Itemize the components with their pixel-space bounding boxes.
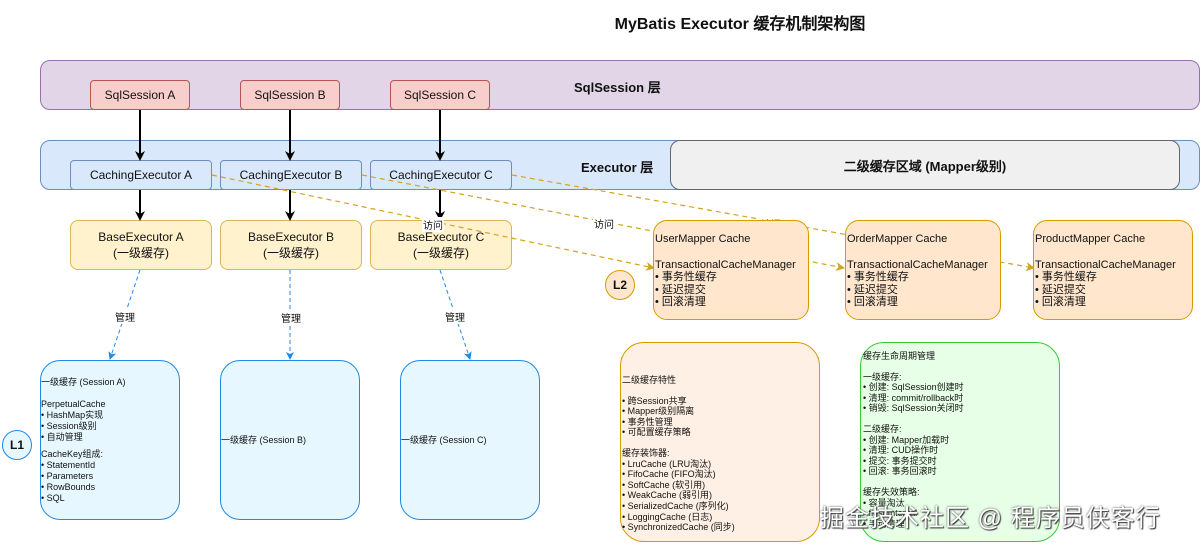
lifecycle-invalid-item: • flushInterval bbox=[863, 508, 918, 519]
l2-feature-item: • 事务性管理 bbox=[622, 416, 673, 427]
edge-base-a-manages-l1-a bbox=[108, 269, 141, 360]
manage-label-c: 管理 bbox=[444, 309, 466, 324]
caching-executor-c[interactable]: CachingExecutor C bbox=[370, 160, 512, 190]
sqlsession-a[interactable]: SqlSession A bbox=[90, 80, 190, 110]
productmapper-cache-manager: TransactionalCacheManager bbox=[1035, 258, 1176, 271]
lifecycle-l2-item: • 提交: 事务提交时 bbox=[863, 455, 937, 466]
l2-feature-item: • 可配置缓存策略 bbox=[622, 427, 691, 438]
base-executor-a[interactable]: BaseExecutor A (一级缓存) bbox=[70, 220, 212, 270]
lifecycle-invalid-item: • 容量淘汰 bbox=[863, 497, 905, 508]
l2-decorators-title: 缓存装饰器: bbox=[622, 447, 670, 458]
usermapper-cache[interactable]: UserMapper Cache TransactionalCacheManag… bbox=[653, 220, 809, 320]
base-executor-a-name: BaseExecutor A bbox=[98, 230, 184, 244]
l1-cache-a-impl-title: PerpetualCache bbox=[41, 399, 106, 409]
l1-cache-session-b[interactable]: 一级缓存 (Session B) bbox=[220, 360, 360, 520]
sqlsession-layer-label: SqlSession 层 bbox=[574, 80, 661, 95]
productmapper-cache-name: ProductMapper Cache bbox=[1035, 233, 1146, 245]
lifecycle-invalid-item: • 手动清理 bbox=[863, 518, 905, 529]
l2-feature-item: • Mapper级别隔离 bbox=[622, 406, 695, 417]
l2-decorator-item: • FifoCache (FIFO淘汰) bbox=[622, 469, 716, 480]
manage-label-a: 管理 bbox=[114, 309, 136, 324]
l1-cache-a-key-item: • Parameters bbox=[41, 471, 94, 481]
l1-cache-c-title: 一级缓存 (Session C) bbox=[401, 434, 487, 445]
l2-feature-item: • 跨Session共享 bbox=[622, 395, 687, 406]
l1-cache-a-key-item: • SQL bbox=[41, 493, 65, 503]
usermapper-cache-item: • 延迟提交 bbox=[655, 283, 706, 296]
productmapper-cache-item: • 延迟提交 bbox=[1035, 283, 1086, 296]
diagram-title: MyBatis Executor 缓存机制架构图 bbox=[614, 16, 866, 33]
usermapper-cache-item: • 事务性缓存 bbox=[655, 271, 717, 283]
l2-decorator-item: • WeakCache (弱引用) bbox=[622, 490, 713, 501]
usermapper-cache-item: • 回滚清理 bbox=[655, 296, 706, 308]
sqlsession-b[interactable]: SqlSession B bbox=[240, 80, 340, 110]
productmapper-cache[interactable]: ProductMapper Cache TransactionalCacheMa… bbox=[1033, 220, 1193, 320]
lifecycle-l1-title: 一级缓存: bbox=[863, 371, 902, 382]
base-executor-a-sub: (一级缓存) bbox=[112, 246, 169, 260]
l1-cache-a-impl-item: • HashMap实现 bbox=[41, 410, 104, 420]
executor-layer-label: Executor 层 bbox=[581, 160, 654, 175]
l2-decorator-item: • SerializedCache (序列化) bbox=[622, 500, 729, 511]
lifecycle-invalid-title: 缓存失效策略: bbox=[863, 486, 920, 497]
usermapper-cache-manager: TransactionalCacheManager bbox=[655, 258, 796, 271]
lifecycle-l2-item: • 创建: Mapper加载时 bbox=[863, 434, 950, 445]
lifecycle-note: 缓存生命周期管理 一级缓存: • 创建: SqlSession创建时 • 清理:… bbox=[860, 342, 1060, 542]
base-executor-b-name: BaseExecutor B bbox=[247, 230, 335, 244]
usermapper-cache-name: UserMapper Cache bbox=[655, 233, 751, 245]
ordermapper-cache-item: • 延迟提交 bbox=[847, 283, 898, 296]
lifecycle-l1-item: • 创建: SqlSession创建时 bbox=[863, 382, 964, 393]
sqlsession-layer: SqlSession 层 bbox=[40, 60, 1200, 110]
lifecycle-l2-item: • 回滚: 事务回滚时 bbox=[863, 466, 937, 477]
watermark: 掘金技术社区 @ 程序员侠客行 bbox=[820, 505, 1161, 532]
l1-cache-a-impl-item: • 自动管理 bbox=[41, 432, 83, 442]
ordermapper-cache-manager: TransactionalCacheManager bbox=[847, 258, 988, 271]
l2-decorator-item: • SynchronizedCache (同步) bbox=[622, 522, 735, 533]
lifecycle-l1-item: • 清理: commit/rollback时 bbox=[863, 392, 964, 403]
l1-cache-b-title: 一级缓存 (Session B) bbox=[221, 434, 307, 445]
l1-cache-a-impl-item: • Session级别 bbox=[41, 421, 97, 431]
l2-features-note: 二级缓存特性 • 跨Session共享 • Mapper级别隔离 • 事务性管理… bbox=[620, 342, 820, 542]
lifecycle-l1-item: • 销毁: SqlSession关闭时 bbox=[863, 403, 964, 414]
base-executor-b[interactable]: BaseExecutor B (一级缓存) bbox=[220, 220, 362, 270]
ordermapper-cache-item: • 回滚清理 bbox=[847, 296, 898, 308]
l1-cache-a-key-item: • RowBounds bbox=[41, 482, 96, 492]
l1-cache-a-key-item: • StatementId bbox=[41, 460, 96, 470]
l2-features-title: 二级缓存特性 bbox=[622, 375, 677, 385]
base-executor-b-sub: (一级缓存) bbox=[262, 246, 319, 260]
ordermapper-cache-item: • 事务性缓存 bbox=[847, 271, 909, 283]
l1-badge: L1 bbox=[2, 430, 32, 460]
l1-cache-a-title: 一级缓存 (Session A) bbox=[41, 377, 126, 387]
access-label-a: 访问 bbox=[422, 217, 444, 232]
l2-decorator-item: • SoftCache (软引用) bbox=[622, 479, 706, 490]
access-label-b: 访问 bbox=[593, 216, 615, 231]
productmapper-cache-item: • 事务性缓存 bbox=[1035, 271, 1097, 283]
manage-label-b: 管理 bbox=[280, 310, 302, 325]
base-executor-c-name: BaseExecutor C bbox=[397, 230, 485, 244]
l1-cache-session-a[interactable]: 一级缓存 (Session A) PerpetualCache • HashMa… bbox=[40, 360, 180, 520]
ordermapper-cache-name: OrderMapper Cache bbox=[847, 233, 948, 245]
l2-badge: L2 bbox=[605, 270, 635, 300]
lifecycle-title: 缓存生命周期管理 bbox=[863, 351, 936, 361]
base-executor-c-sub: (一级缓存) bbox=[413, 246, 469, 260]
l2-decorator-item: • LruCache (LRU淘汰) bbox=[622, 458, 712, 469]
l1-cache-a-key-title: CacheKey组成: bbox=[41, 449, 104, 459]
sqlsession-c[interactable]: SqlSession C bbox=[390, 80, 490, 110]
lifecycle-l2-title: 二级缓存: bbox=[863, 423, 902, 434]
l1-cache-session-c[interactable]: 一级缓存 (Session C) bbox=[400, 360, 540, 520]
lifecycle-l2-item: • 清理: CUD操作时 bbox=[863, 445, 939, 456]
edge-base-c-manages-l1-c bbox=[439, 269, 472, 360]
ordermapper-cache[interactable]: OrderMapper Cache TransactionalCacheMana… bbox=[845, 220, 1001, 320]
l2-decorator-item: • LoggingCache (日志) bbox=[622, 511, 713, 522]
productmapper-cache-item: • 回滚清理 bbox=[1035, 296, 1086, 308]
l2-cache-region: 二级缓存区域 (Mapper级别) bbox=[670, 140, 1180, 190]
